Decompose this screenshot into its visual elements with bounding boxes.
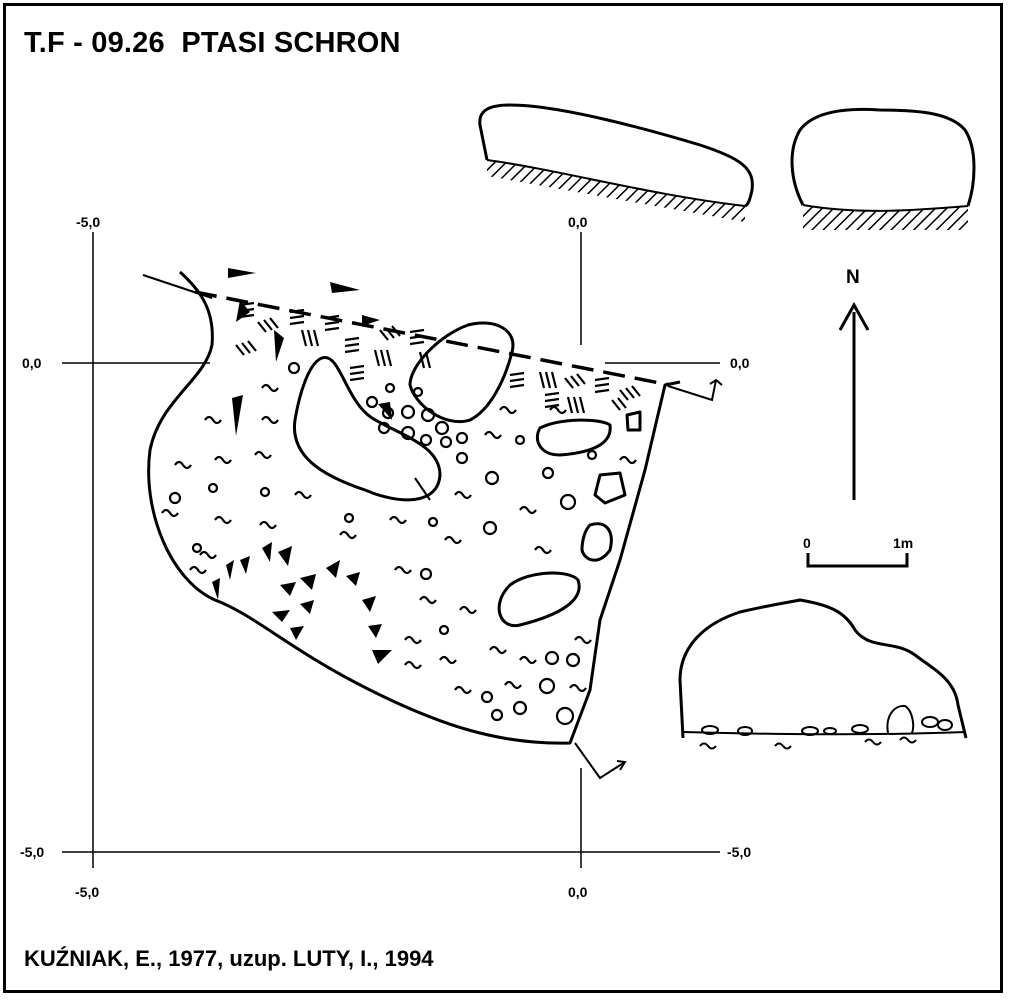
grid-lines <box>62 232 720 868</box>
north-arrow <box>838 301 870 500</box>
rock-pillar <box>292 356 442 502</box>
grid-label-right-bottom: -5,0 <box>727 844 751 860</box>
rock-pillar <box>408 321 515 424</box>
floor-markings <box>161 361 637 726</box>
grid-label-bottom-left: -5,0 <box>75 884 99 900</box>
cave-outline <box>147 270 681 745</box>
grid-label-left-top: -5,0 <box>76 214 100 230</box>
scale-bar <box>806 553 909 568</box>
north-label: N <box>846 267 860 288</box>
scale-end-label: 1m <box>893 535 913 551</box>
cross-section-round <box>790 107 976 230</box>
cross-section-large <box>678 598 968 750</box>
grid-label-right-mid: 0,0 <box>730 355 750 371</box>
grid-label-center-top: 0,0 <box>568 214 588 230</box>
entrance-arrows <box>574 378 723 780</box>
cross-section-long <box>478 103 754 222</box>
grid-label-left-bottom: -5,0 <box>20 844 44 860</box>
grid-label-bottom-center: 0,0 <box>568 884 588 900</box>
grid-label-left-mid: 0,0 <box>22 355 42 371</box>
figure-title: T.F - 09.26 PTASI SCHRON <box>24 27 401 59</box>
rubble-triangles <box>212 268 392 664</box>
sediment-marks <box>235 301 641 414</box>
scale-start-label: 0 <box>803 535 811 551</box>
author-credit: KUŹNIAK, E., 1977, uzup. LUTY, I., 1994 <box>24 946 434 971</box>
cave-plan <box>142 270 681 745</box>
